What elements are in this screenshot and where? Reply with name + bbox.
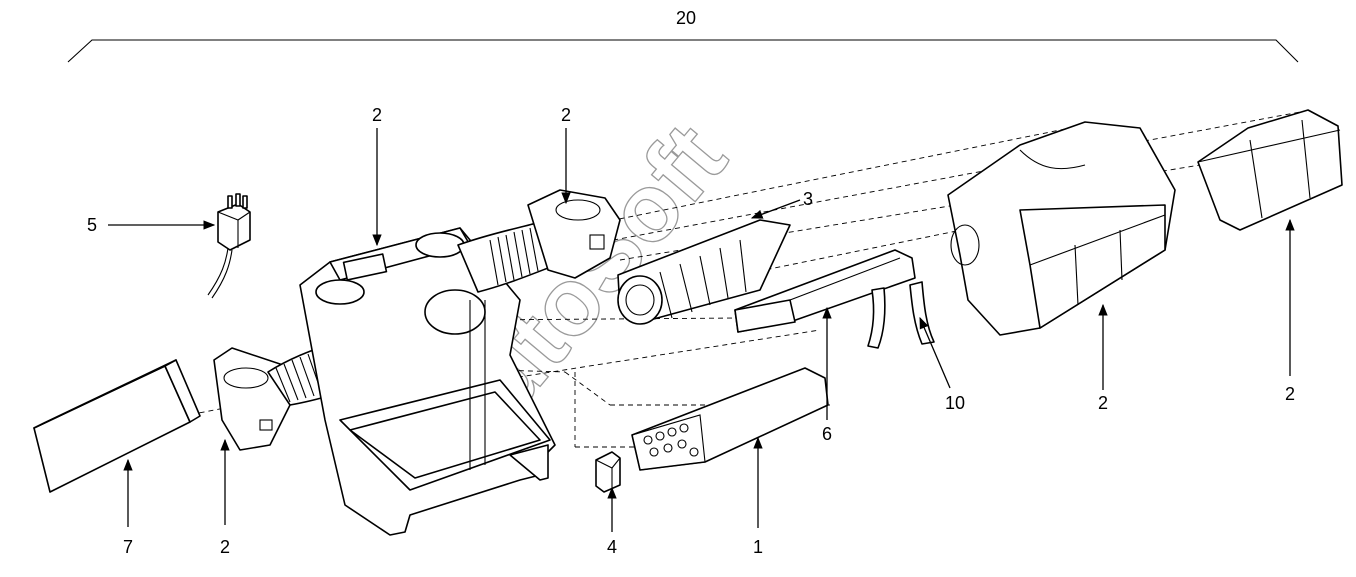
callout-2-top-cap: 2 — [561, 105, 571, 125]
callout-5: 5 — [87, 215, 97, 235]
callout-2-left-cap: 2 — [220, 537, 230, 557]
connector-part — [595, 451, 621, 493]
heater-core-part — [734, 249, 916, 333]
top-end-cap-part — [527, 189, 621, 279]
relay-part — [207, 193, 251, 299]
callout-2-far-right: 2 — [1285, 384, 1295, 404]
callout-assembly-20: 20 — [676, 8, 696, 28]
far-right-cover-part — [1197, 109, 1343, 231]
assembly-bracket — [67, 39, 1299, 63]
callout-6: 6 — [822, 424, 832, 444]
right-cover-part — [947, 121, 1176, 336]
callout-3: 3 — [803, 189, 813, 209]
callout-10: 10 — [945, 393, 965, 413]
filter-block-part — [33, 359, 201, 493]
callout-2-housing: 2 — [372, 105, 382, 125]
hoses-part — [867, 281, 935, 349]
callout-7: 7 — [123, 537, 133, 557]
blower-part — [617, 219, 791, 325]
heater-unit-part — [631, 367, 829, 471]
callout-4: 4 — [607, 537, 617, 557]
heater-housing-part — [299, 221, 556, 536]
leader-lines — [108, 128, 1295, 532]
callout-1: 1 — [753, 537, 763, 557]
callout-2-right-cover: 2 — [1098, 393, 1108, 413]
